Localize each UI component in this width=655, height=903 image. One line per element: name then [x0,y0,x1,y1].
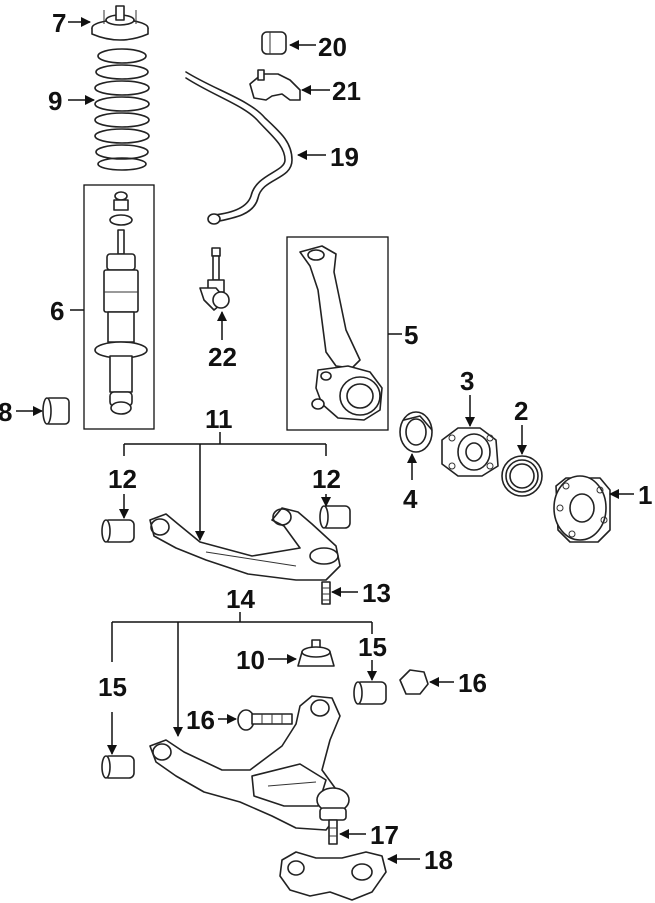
callout-16-left: 16 [186,705,215,735]
callout-18: 18 [424,845,453,875]
callout-2: 2 [514,396,528,426]
callout-16-right: 16 [458,668,487,698]
callout-21: 21 [332,76,361,106]
steering-knuckle[interactable] [299,245,383,421]
callout-10: 10 [236,645,265,675]
shock-absorber[interactable] [94,191,148,415]
leader-11 [123,432,327,541]
callout-14: 14 [226,584,255,614]
callout-15-right: 15 [358,632,387,662]
callout-13: 13 [362,578,391,608]
callout-17: 17 [370,820,399,850]
callout-5: 5 [404,320,418,350]
camber-washer[interactable] [399,669,429,695]
hub-flange[interactable] [441,427,499,477]
callout-12-left: 12 [108,464,137,494]
stabilizer-link[interactable] [199,247,230,311]
stabilizer-bracket[interactable] [249,69,301,101]
lower-control-arm[interactable] [149,695,341,831]
callout-3: 3 [460,366,474,396]
callout-20: 20 [318,32,347,62]
stabilizer-bushing[interactable] [261,31,287,55]
camber-bolt[interactable] [237,709,293,731]
callout-22: 22 [208,342,237,372]
callout-8: 8 [0,397,12,427]
upper-ball-joint[interactable] [321,581,331,605]
upper-arm-bushing-right[interactable] [319,505,351,529]
lower-arm-bushing-right[interactable] [353,681,387,705]
stabilizer-bar[interactable] [185,71,293,225]
lower-ball-joint[interactable] [316,787,350,845]
shock-absorber-frame [83,184,155,430]
wheel-bearing-seal[interactable] [399,411,433,453]
callout-4: 4 [403,484,418,514]
bump-stop[interactable] [297,639,335,667]
callout-7: 7 [52,8,66,38]
callout-1: 1 [638,480,652,510]
strut-bushing[interactable] [42,397,70,425]
wheel-hub[interactable] [553,475,611,543]
lower-arm-bushing-left[interactable] [101,755,135,779]
knuckle-arm[interactable] [279,851,387,901]
leader-14 [111,612,373,737]
upper-strut-mount[interactable] [91,5,149,41]
callout-12-right: 12 [312,464,341,494]
upper-arm-bushing-left[interactable] [101,519,135,543]
callout-6: 6 [50,296,64,326]
callout-15-left: 15 [98,672,127,702]
callout-9: 9 [48,86,62,116]
wheel-bearing[interactable] [501,455,543,497]
callout-11: 11 [205,404,233,434]
callout-19: 19 [330,142,359,172]
upper-control-arm[interactable] [149,507,341,581]
coil-spring[interactable] [94,48,150,171]
